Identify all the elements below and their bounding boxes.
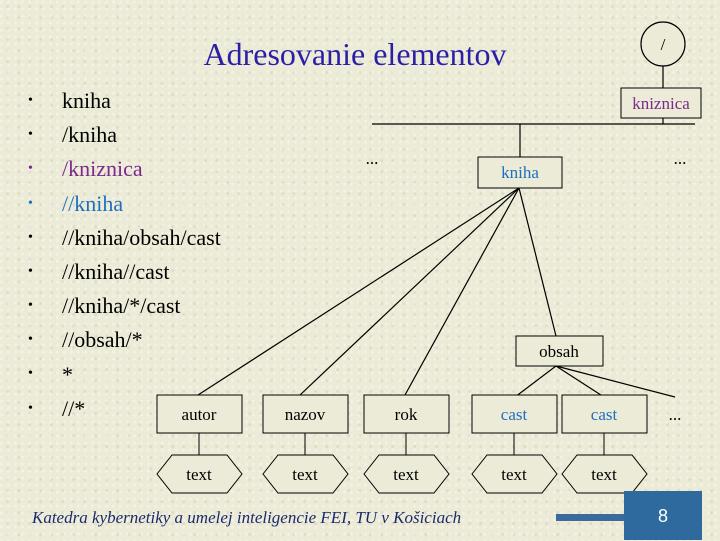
- xpath-expression: //obsah/*: [62, 327, 143, 353]
- nazov-node: [262, 394, 349, 434]
- text-node: [262, 454, 349, 494]
- xpath-expression: *: [62, 361, 73, 387]
- slide-footer: Katedra kybernetiky a umelej inteligenci…: [32, 508, 462, 527]
- cast-label: cast: [501, 405, 528, 424]
- ellipsis-label: ...: [366, 149, 379, 168]
- slide-title: Adresovanie elementov: [203, 36, 507, 72]
- text-node-label: text: [591, 465, 617, 484]
- list-item: • //obsah/*: [28, 321, 221, 355]
- text-node-row: text text text text text: [156, 454, 648, 494]
- autor-node: [156, 394, 243, 434]
- list-item: • //*: [28, 390, 221, 424]
- obsah-label: obsah: [539, 342, 579, 361]
- text-node: [471, 454, 558, 494]
- text-node: [156, 454, 243, 494]
- bullet-icon: •: [28, 263, 33, 279]
- bullet-icon: •: [28, 92, 33, 108]
- ellipsis-label: ...: [674, 149, 687, 168]
- text-node-label: text: [186, 465, 212, 484]
- xpath-expression: /kniznica: [62, 156, 143, 182]
- edge-line: [555, 365, 605, 398]
- list-item: • //kniha//cast: [28, 253, 221, 287]
- xpath-expression: /kniha: [62, 122, 117, 148]
- rok-node: [363, 394, 450, 434]
- bullet-icon: •: [28, 195, 33, 211]
- bullet-icon: •: [28, 366, 33, 382]
- xpath-expression: kniha: [62, 87, 111, 113]
- bullet-icon: •: [28, 229, 33, 245]
- list-item: • //kniha/obsah/cast: [28, 219, 221, 253]
- cast-node: [561, 394, 648, 434]
- edge-line: [197, 187, 520, 396]
- cast-node: [471, 394, 558, 434]
- kniznica-label: kniznica: [632, 94, 690, 113]
- kniznica-node: [620, 87, 702, 119]
- xpath-expression: //kniha//cast: [62, 258, 170, 284]
- xpath-expression: //*: [62, 395, 86, 421]
- list-item: • /kniha: [28, 116, 221, 150]
- text-node: [363, 454, 450, 494]
- edge-line: [404, 187, 520, 396]
- kniha-label: kniha: [501, 163, 539, 182]
- ellipsis-label: ...: [669, 405, 682, 424]
- xpath-expression: //kniha/*/cast: [62, 293, 181, 319]
- root-node: [640, 21, 686, 67]
- root-label: /: [661, 35, 666, 54]
- text-node-label: text: [292, 465, 318, 484]
- text-node-label: text: [501, 465, 527, 484]
- edge-line: [555, 365, 676, 398]
- text-node-label: text: [393, 465, 419, 484]
- bullet-icon: •: [28, 332, 33, 348]
- xpath-expression: //kniha: [62, 190, 124, 216]
- rok-label: rok: [395, 405, 418, 424]
- kniha-node: [477, 156, 563, 189]
- footer-accent-bar: [556, 514, 626, 521]
- list-item: • //kniha/*/cast: [28, 287, 221, 321]
- list-item: •*: [28, 356, 221, 390]
- autor-label: autor: [182, 405, 217, 424]
- list-item: • /kniznica: [28, 150, 221, 184]
- list-item: • //kniha: [28, 185, 221, 219]
- list-item: • kniha: [28, 82, 221, 116]
- edge-line: [518, 187, 557, 337]
- element-row: autor nazov rok cast cast ...: [156, 394, 682, 434]
- xpath-expression: //kniha/obsah/cast: [62, 224, 221, 250]
- text-node: [561, 454, 648, 494]
- edge-line: [299, 187, 520, 396]
- bullet-icon: •: [28, 298, 33, 314]
- bullet-icon: •: [28, 127, 33, 143]
- nazov-label: nazov: [285, 405, 326, 424]
- edge-line: [514, 365, 557, 398]
- xpath-examples-list: • kniha • /kniha • /kniznica • //kniha • //kn…: [28, 82, 221, 424]
- cast-label: cast: [591, 405, 618, 424]
- obsah-node: [515, 335, 604, 367]
- page-number: 8: [624, 491, 702, 540]
- bullet-icon: •: [28, 161, 33, 177]
- bullet-icon: •: [28, 400, 33, 416]
